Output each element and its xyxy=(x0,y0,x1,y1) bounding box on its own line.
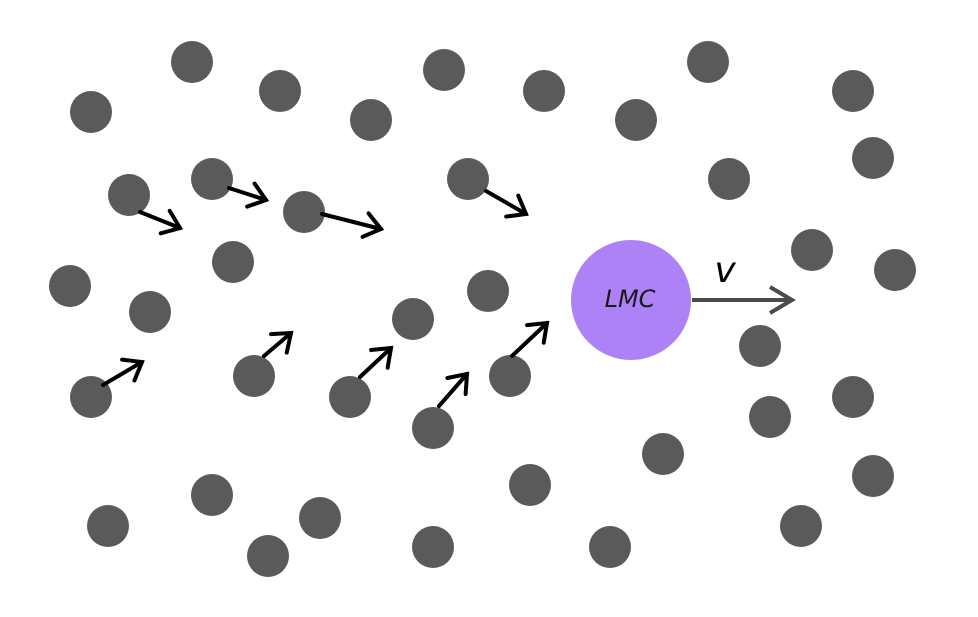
particle xyxy=(233,355,275,397)
particle xyxy=(852,455,894,497)
particle xyxy=(832,376,874,418)
particle xyxy=(615,99,657,141)
particle-velocity-arrow xyxy=(484,189,529,219)
particle-arrows-group xyxy=(101,181,550,408)
particle xyxy=(329,376,371,418)
particle xyxy=(283,191,325,233)
particle xyxy=(412,526,454,568)
velocity-arrow-head xyxy=(768,285,796,315)
lmc: LMC xyxy=(571,240,691,360)
particle xyxy=(467,270,509,312)
particle xyxy=(299,497,341,539)
particle-velocity-arrow xyxy=(262,330,294,358)
lmc-circle xyxy=(571,240,691,360)
particle xyxy=(749,396,791,438)
velocity-vector: v xyxy=(692,250,796,315)
particle xyxy=(509,464,551,506)
particle-velocity-arrow xyxy=(358,345,394,379)
particle xyxy=(780,505,822,547)
lmc-label: LMC xyxy=(605,285,656,313)
particle xyxy=(852,137,894,179)
particle xyxy=(70,376,112,418)
velocity-label: v xyxy=(714,250,736,291)
particle xyxy=(259,70,301,112)
particle xyxy=(49,265,91,307)
particle xyxy=(489,355,531,397)
particle xyxy=(791,229,833,271)
particle xyxy=(247,535,289,577)
particles-group xyxy=(49,41,916,577)
particle xyxy=(129,291,171,333)
particle-velocity-arrow xyxy=(510,320,550,358)
particle xyxy=(447,158,489,200)
particle xyxy=(739,325,781,367)
particle xyxy=(191,474,233,516)
particle xyxy=(523,70,565,112)
particle xyxy=(70,91,112,133)
particle xyxy=(687,41,729,83)
particle xyxy=(423,49,465,91)
particle xyxy=(642,433,684,475)
particle xyxy=(412,407,454,449)
particle xyxy=(832,70,874,112)
particle-velocity-arrow xyxy=(437,371,470,408)
particle xyxy=(108,174,150,216)
particle xyxy=(708,158,750,200)
particle xyxy=(87,505,129,547)
particle-velocity-arrow xyxy=(138,208,184,236)
particle xyxy=(171,41,213,83)
particle-velocity-arrow xyxy=(320,211,385,239)
particle-velocity-arrow xyxy=(227,181,270,209)
particle xyxy=(350,99,392,141)
particle xyxy=(191,158,233,200)
particle xyxy=(874,249,916,291)
particle xyxy=(589,526,631,568)
particle-velocity-arrow xyxy=(101,357,145,387)
particle xyxy=(212,241,254,283)
particle xyxy=(392,298,434,340)
